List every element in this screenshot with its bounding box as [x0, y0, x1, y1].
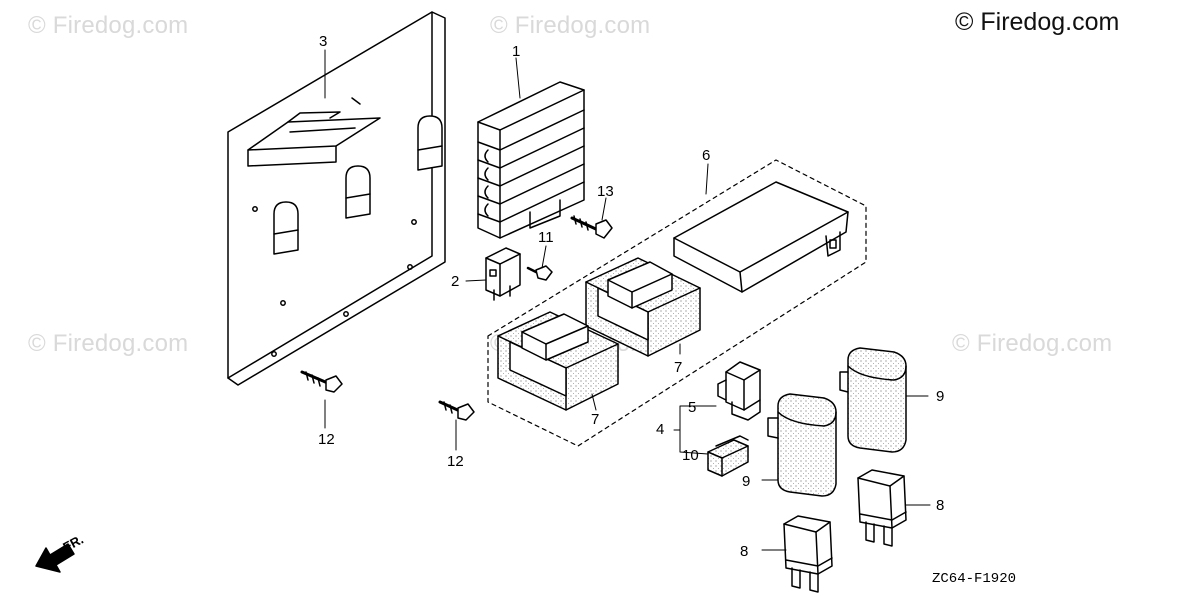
cover-part-7-lower [497, 311, 619, 411]
callout-7-lower: 7 [591, 411, 599, 428]
regulator-part-1 [477, 81, 585, 239]
watermark: © Firedog.com [952, 330, 1113, 357]
callout-11: 11 [538, 229, 554, 246]
watermark: © Firedog.com [490, 12, 651, 39]
callout-6: 6 [702, 147, 710, 164]
callout-4: 4 [656, 421, 664, 438]
relay-part-8-bottom [783, 515, 833, 593]
leader-lines [324, 49, 931, 551]
relay-part-9-upper [839, 347, 907, 453]
diagram-code: ZC64-F1920 [932, 571, 1016, 587]
relay-part-8-right [857, 469, 907, 547]
panel-part-3 [227, 11, 446, 386]
callout-8-right: 8 [936, 497, 944, 514]
callout-labels: 1 2 3 4 5 6 7 7 8 8 9 9 10 11 12 12 13 [318, 33, 944, 560]
cover-part-7-upper [585, 257, 701, 357]
bolt-part-11 [526, 265, 553, 281]
front-arrow-icon [35, 543, 75, 573]
callout-12-left: 12 [318, 431, 335, 448]
control-unit-part-6 [673, 181, 849, 293]
copyright-notice: © Firedog.com [955, 8, 1120, 36]
relay-part-2 [485, 247, 521, 301]
watermark: © Firedog.com [28, 12, 189, 39]
bolt-part-12-left [300, 370, 343, 393]
bolt-part-12-right [438, 400, 475, 421]
callout-9-upper: 9 [936, 388, 944, 405]
callout-1: 1 [512, 43, 520, 60]
callout-13: 13 [597, 183, 614, 200]
bolt-part-13 [570, 215, 613, 239]
connector-part-10 [707, 435, 749, 477]
watermark: © Firedog.com [28, 330, 189, 357]
callout-10: 10 [682, 447, 699, 464]
callout-7-upper: 7 [674, 359, 682, 376]
callout-9-lower: 9 [742, 473, 750, 490]
callout-8-bottom: 8 [740, 543, 748, 560]
callout-3: 3 [319, 33, 327, 50]
callout-5: 5 [688, 399, 696, 416]
callout-12-right: 12 [447, 453, 464, 470]
assembly-outline [487, 159, 867, 447]
callout-2: 2 [451, 273, 459, 290]
connector-part-5 [717, 361, 761, 421]
relay-part-9-lower [767, 393, 837, 497]
